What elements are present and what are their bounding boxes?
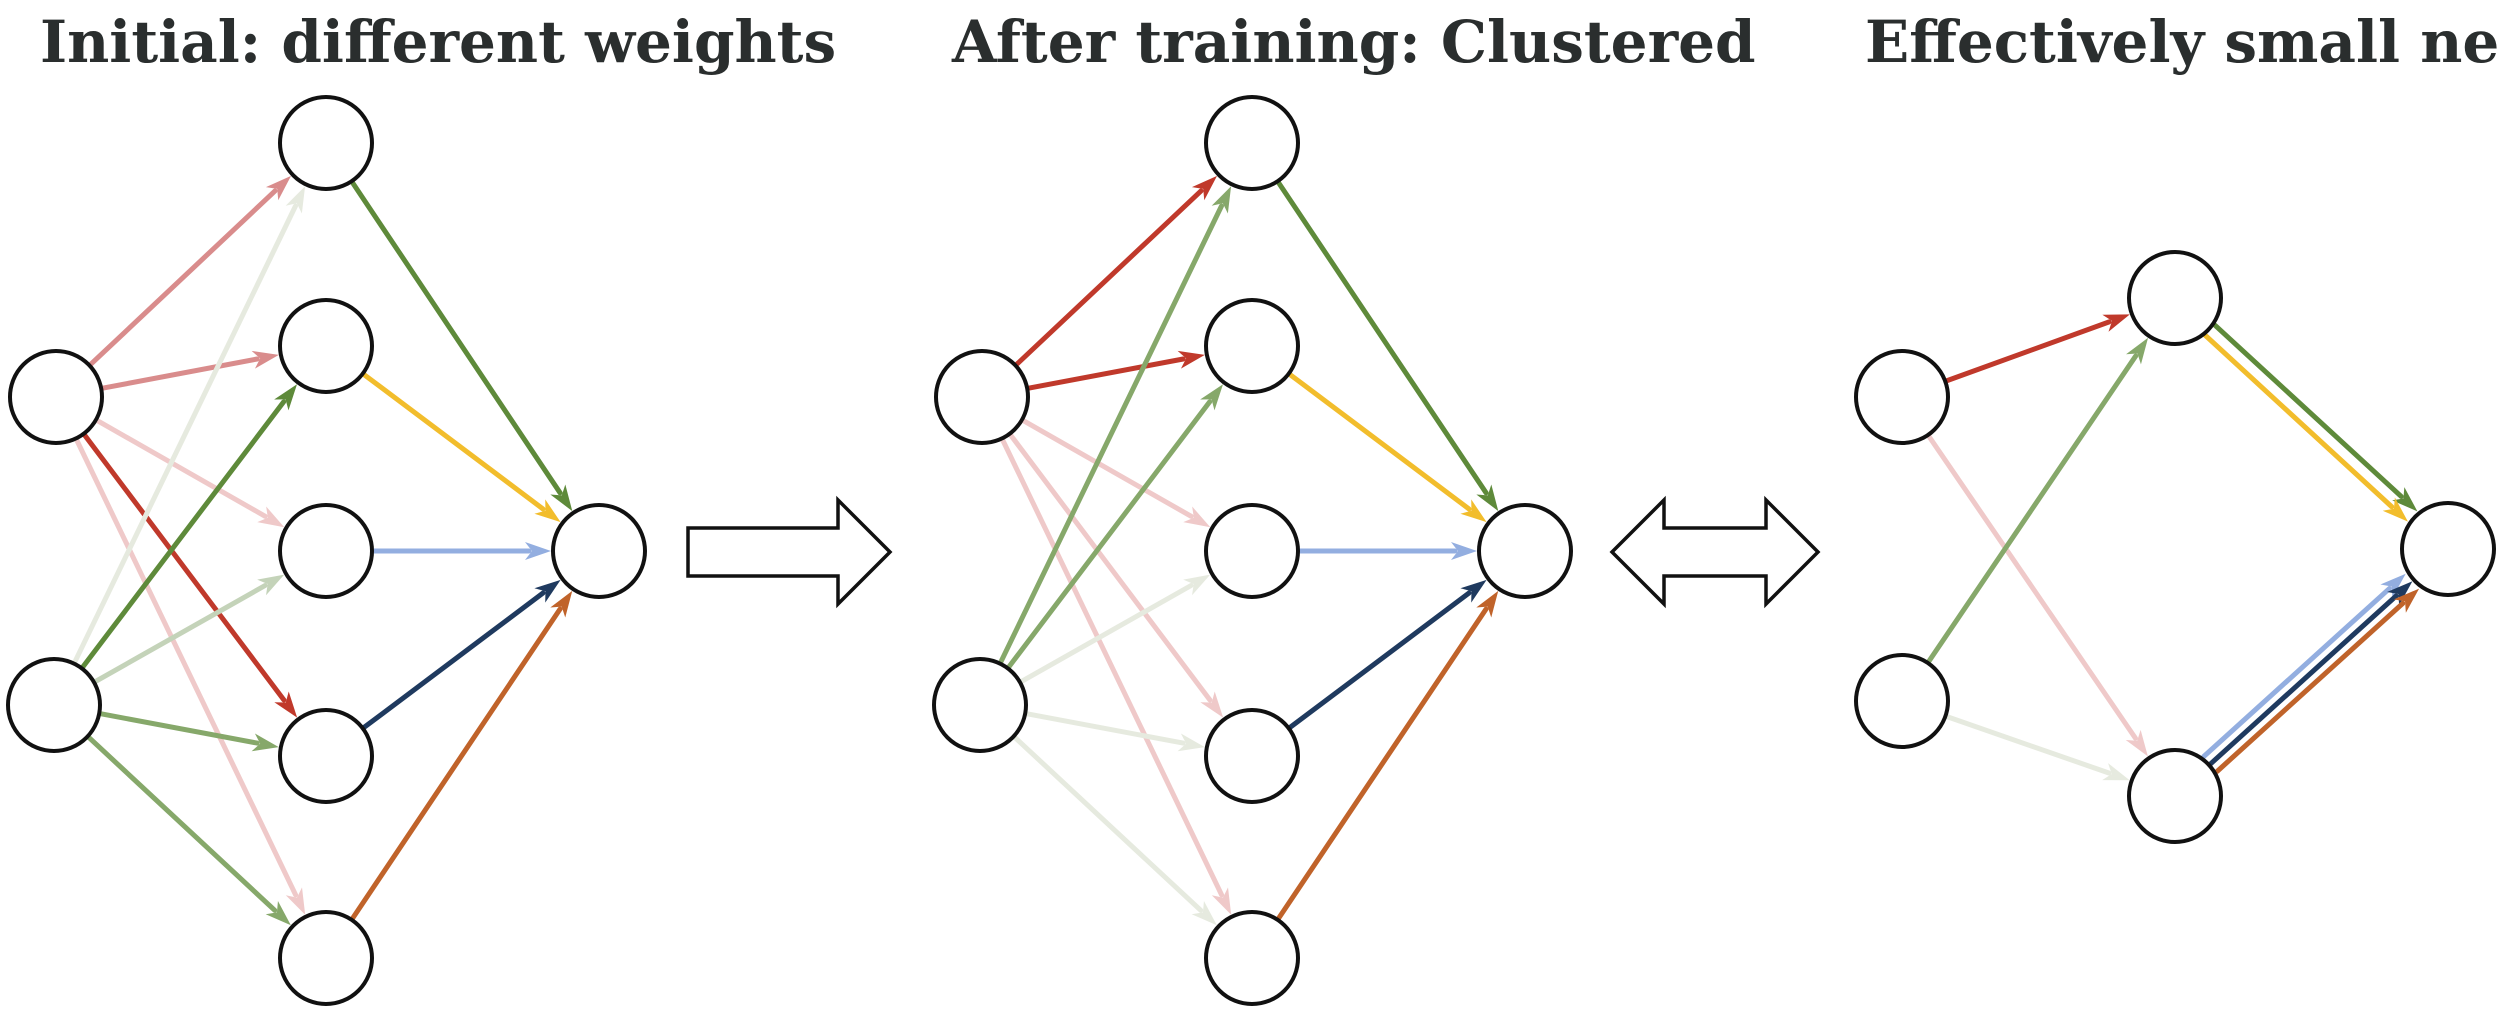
panel2-input-node-1 xyxy=(934,349,1030,445)
panel1-output-node xyxy=(551,503,647,599)
edges-layer xyxy=(72,175,2420,926)
panel2-hidden-node-4 xyxy=(1204,708,1300,804)
panel2-edge-in2-h3 xyxy=(1019,574,1211,684)
panel2-hidden-node-5 xyxy=(1204,910,1300,1006)
panel1-edge-in2-h1 xyxy=(72,186,306,665)
panel3-output-node xyxy=(2400,501,2496,597)
panel2-hidden-node-3 xyxy=(1204,503,1300,599)
panel2-hidden-node-1 xyxy=(1204,95,1300,191)
panel1-edge-h1-out xyxy=(350,180,573,512)
panel-title-small: Effectively small net xyxy=(1865,8,2500,76)
panel3-edge-h2-out-navy xyxy=(2208,581,2413,767)
panel3-input-node-1 xyxy=(1854,349,1950,445)
panel2-edge-h1-out xyxy=(1276,180,1499,512)
panel-title-clustered: After training: Clustered xyxy=(951,8,1756,76)
panel1-hidden-node-2 xyxy=(278,298,374,394)
nodes-layer xyxy=(6,95,2496,1006)
panel1-hidden-node-4 xyxy=(278,708,374,804)
panel1-input-node-1 xyxy=(8,349,104,445)
panel1-edge-in1-h4 xyxy=(82,432,298,718)
panel2-input-node-2 xyxy=(932,657,1028,753)
panel2-edge-in2-h4 xyxy=(1024,711,1205,752)
panel3-edge-in1-h1 xyxy=(1944,314,2130,384)
panel2-edge-h5-out xyxy=(1276,590,1499,921)
panel1-hidden-node-3 xyxy=(278,503,374,599)
panel1-edge-in1-h3 xyxy=(95,418,285,528)
panel1-edge-h3-out xyxy=(371,542,551,560)
double-arrow-icon xyxy=(1609,495,1821,609)
panel2-edge-in1-h5 xyxy=(1000,437,1232,915)
panel2-edge-in1-h4 xyxy=(1008,432,1224,718)
panel1-edge-h2-out xyxy=(361,372,561,523)
panel1-edge-in1-h5 xyxy=(74,437,306,915)
panel1-edge-in2-h4 xyxy=(98,711,279,752)
panel2-edge-h2-out xyxy=(1287,372,1487,523)
panel3-edge-h2-out-blue xyxy=(2201,573,2406,759)
panel1-input-node-2 xyxy=(6,657,102,753)
single-right-arrow-icon xyxy=(686,495,893,609)
panel3-hidden-node-2 xyxy=(2127,748,2223,844)
panel2-edge-in2-h1 xyxy=(998,186,1232,665)
panel2-edge-in2-h5 xyxy=(1012,735,1217,926)
panel2-edge-in1-h1 xyxy=(1014,175,1218,367)
panel1-hidden-node-5 xyxy=(278,910,374,1006)
panel2-hidden-node-2 xyxy=(1204,298,1300,394)
panel2-output-node xyxy=(1477,503,1573,599)
panel2-edge-h4-out xyxy=(1287,579,1487,730)
panel1-hidden-node-1 xyxy=(278,95,374,191)
panel3-input-node-2 xyxy=(1854,653,1950,749)
panel1-edge-in1-h2 xyxy=(100,350,279,391)
panel3-hidden-node-1 xyxy=(2127,250,2223,346)
panel2-edge-in1-h2 xyxy=(1026,350,1205,391)
panel3-edge-h1-out-green xyxy=(2212,322,2418,512)
panel3-edge-in2-h1 xyxy=(1926,337,2149,664)
panel-title-initial: Initial: different weights xyxy=(40,8,836,76)
panel1-edge-in2-h3 xyxy=(93,574,285,684)
panel2-edge-in1-h3 xyxy=(1021,418,1211,528)
panel1-edge-h4-out xyxy=(361,579,561,730)
panel3-edge-in1-h2 xyxy=(1926,434,2148,757)
panel3-edge-in2-h2 xyxy=(1944,714,2130,781)
panel3-edge-h2-out-orange xyxy=(2214,588,2420,774)
panel1-edge-in2-h5 xyxy=(86,735,291,926)
panel1-edge-in1-h1 xyxy=(88,175,292,367)
panel2-edge-in2-h2 xyxy=(1006,384,1224,670)
panel3-edge-h1-out-yellow xyxy=(2203,333,2408,522)
panel2-edge-h3-out xyxy=(1297,542,1477,560)
panel1-edge-h5-out xyxy=(350,590,573,921)
panel1-edge-in2-h2 xyxy=(80,384,298,670)
